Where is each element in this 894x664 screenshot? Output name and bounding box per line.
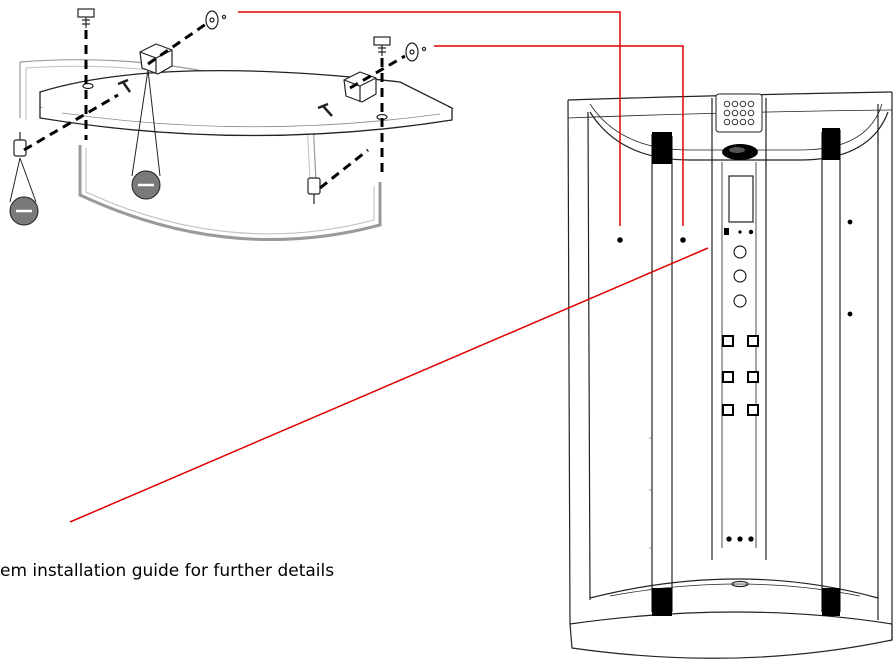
shower-tray-rim — [569, 611, 893, 625]
cabin-header-arc — [589, 111, 889, 161]
installation-caption: em installation guide for further detail… — [0, 561, 335, 581]
leader-line-control-panel — [69, 247, 709, 523]
screw-icon — [77, 8, 95, 28]
foot-jets — [726, 536, 754, 542]
control-indicator — [724, 228, 729, 235]
shelf-lower-rail — [78, 145, 382, 241]
shelf-bracket-icon — [343, 71, 377, 103]
cabin-left-frame-outer — [567, 99, 571, 625]
t-bolt-right — [317, 102, 333, 117]
fixing-points — [617, 219, 853, 317]
leader-line-washer-left — [238, 11, 621, 226]
anchor-left — [13, 132, 27, 157]
t-bolt-left — [117, 78, 132, 93]
shower-cabin — [567, 91, 893, 659]
post-caps — [652, 128, 840, 616]
shower-tray-front — [569, 623, 893, 659]
anchor-right — [307, 177, 321, 204]
drill-bit-icon — [131, 69, 161, 200]
shelf-assembly — [13, 8, 455, 241]
assembly-guides — [23, 22, 406, 190]
shelf-bracket-icon — [139, 43, 173, 75]
leader-line-washer-right — [434, 45, 684, 226]
cabin-left-frame-inner — [587, 111, 591, 601]
control-display — [728, 175, 754, 223]
screw-icon — [373, 36, 391, 56]
body-jets — [722, 335, 759, 416]
glass-shelf-edge — [39, 108, 453, 137]
leader-lines — [69, 11, 709, 523]
drill-bit-icon — [9, 157, 39, 226]
panel-button-icon — [733, 245, 747, 308]
shelf-hole-left — [82, 82, 94, 90]
washer-icon — [205, 10, 227, 30]
washer-icon — [405, 42, 427, 62]
top-shower-head — [715, 93, 763, 133]
shower-tray-back — [589, 578, 879, 599]
glass-shelf-reflection — [61, 112, 441, 128]
shelf-lower-rail-inner — [85, 148, 375, 235]
